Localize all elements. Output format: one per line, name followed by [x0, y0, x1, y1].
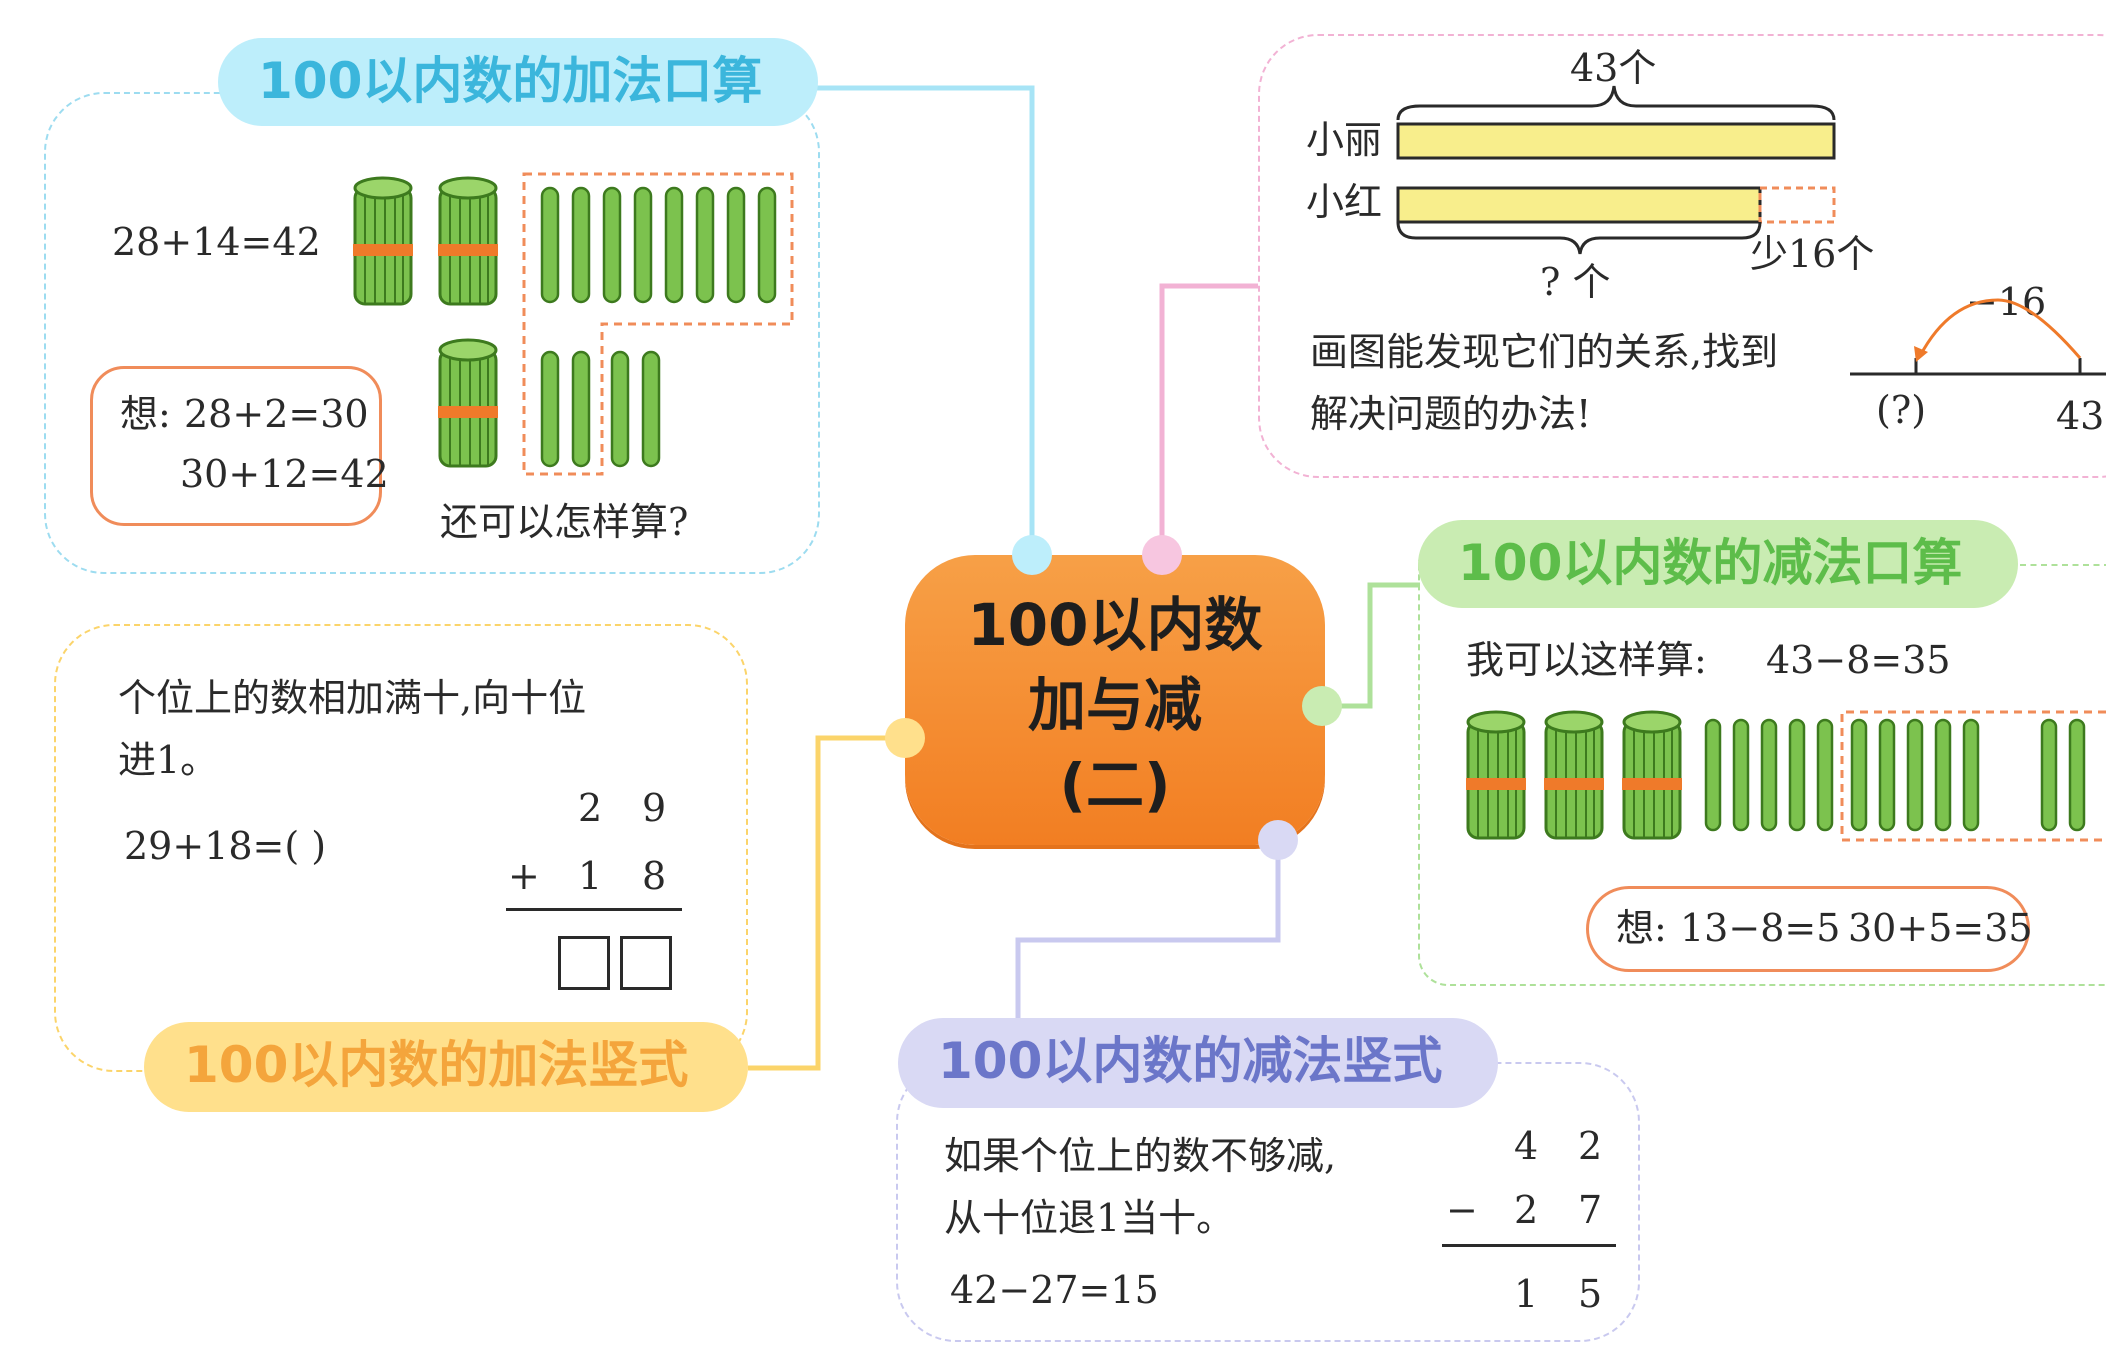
add-column-op: +: [508, 854, 540, 898]
connector-word-problem: [1159, 283, 1258, 555]
bar-xiaohong: [1396, 186, 1762, 224]
add-column-bottom-tens: 1: [578, 854, 603, 898]
center-title-line2: 加与减: [1027, 671, 1202, 739]
stick-bundle: [1466, 710, 1526, 840]
sub-column-top-ones: 2: [1578, 1124, 1603, 1168]
word-text-line2: 解决问题的办法!: [1310, 392, 1592, 436]
connector-add-column: [748, 735, 905, 1071]
bar-xiaoli: [1396, 122, 1836, 160]
add-column-rule-line: [506, 908, 682, 911]
numline-arc: [1918, 298, 2082, 359]
unknown-label: ? 个: [1540, 260, 1611, 304]
sub-column-result-ones: 5: [1578, 1272, 1603, 1316]
sub-column-header: 100以内数的减法竖式: [898, 1018, 1498, 1108]
sub-column-rule-line2: 从十位退1当十。: [944, 1196, 1235, 1240]
stick-bundle: [1622, 710, 1682, 840]
sub-column-rule-line1: 如果个位上的数不够减,: [944, 1134, 1337, 1178]
add-oral-question: 还可以怎样算?: [440, 500, 689, 544]
bottom-brace: [1396, 221, 1762, 255]
add-oral-header: 100以内数的加法口算: [218, 38, 818, 126]
single-sticks-top: [540, 186, 777, 304]
dot-sub-column: [1258, 820, 1298, 860]
sub-column-rule-line: [1442, 1244, 1616, 1247]
numline-right-label: 43: [2056, 394, 2105, 438]
sub-oral-think-label: 想:: [1616, 906, 1667, 950]
less-label: 少16个: [1750, 232, 1875, 276]
regroup-outline: [522, 172, 794, 476]
bar-difference: [1758, 186, 1836, 224]
numline-left-label: (?): [1876, 388, 1927, 432]
sub-column-bottom-tens: 2: [1514, 1188, 1539, 1232]
dot-word-problem: [1142, 535, 1182, 575]
top-brace: [1396, 85, 1836, 121]
stick-bundle: [438, 176, 498, 306]
sub-column-equation: 42−27=15: [950, 1268, 1159, 1312]
dot-add-column: [885, 718, 925, 758]
stick-bundle: [353, 176, 413, 306]
add-oral-think-line2: 30+12=42: [180, 452, 389, 496]
add-column-bottom-ones: 8: [642, 854, 667, 898]
sub-oral-think-eq1: 13−8=5: [1680, 906, 1841, 950]
add-column-equation: 29+18=( ): [124, 824, 327, 868]
add-column-rule-line1: 个位上的数相加满十,向十位: [118, 676, 587, 720]
sub-oral-statement-eq: 43−8=35: [1766, 638, 1951, 682]
sub-column-result-tens: 1: [1514, 1272, 1539, 1316]
center-title-line1: 100以内数: [967, 591, 1263, 659]
word-text-line1: 画图能发现它们的关系,找到: [1310, 330, 1779, 374]
add-column-top-tens: 2: [578, 786, 603, 830]
add-column-answer-box-ones[interactable]: [620, 936, 672, 990]
add-column-header: 100以内数的加法竖式: [144, 1022, 748, 1112]
center-title-line3: (二): [1059, 751, 1171, 819]
total-label: 43个: [1570, 46, 1657, 90]
numline-arrowhead: [1914, 346, 1928, 362]
single-sticks: [1704, 718, 2086, 832]
dot-sub-oral: [1302, 686, 1342, 726]
add-column-top-ones: 9: [642, 786, 667, 830]
stick-bundle: [438, 338, 498, 468]
name-xiaohong: 小红: [1306, 180, 1383, 224]
sub-oral-top-dash: [2020, 564, 2106, 566]
add-oral-think-box: [90, 366, 382, 526]
stick-bundle: [1544, 710, 1604, 840]
sub-column-op: −: [1446, 1188, 1478, 1232]
add-oral-think-label: 想:: [120, 392, 171, 436]
sub-oral-think-eq2: 30+5=35: [1848, 906, 2033, 950]
single-sticks-bottom: [540, 350, 661, 468]
sub-oral-panel: [1418, 560, 2106, 986]
connector-sub-oral: [1322, 582, 1420, 709]
sub-oral-think-box: [1586, 886, 2030, 972]
sub-column-top-tens: 4: [1514, 1124, 1539, 1168]
word-problem-panel: [1258, 34, 2106, 478]
add-column-rule-line2: 进1。: [118, 738, 219, 782]
add-column-answer-box-tens[interactable]: [558, 936, 610, 990]
connector-add-oral: [815, 85, 1035, 555]
connector-sub-column: [1015, 840, 1281, 1020]
sub-oral-statement-label: 我可以这样算:: [1466, 638, 1707, 682]
add-oral-equation: 28+14=42: [112, 220, 321, 264]
sub-oral-header: 100以内数的减法口算: [1418, 520, 2018, 608]
borrow-outline: [1840, 710, 2106, 842]
name-xiaoli: 小丽: [1306, 118, 1383, 162]
sub-column-bottom-ones: 7: [1578, 1188, 1603, 1232]
dot-add-oral: [1012, 535, 1052, 575]
center-topic-node[interactable]: 100以内数 加与减 (二): [905, 555, 1325, 845]
add-oral-think-line1: 28+2=30: [184, 392, 369, 436]
